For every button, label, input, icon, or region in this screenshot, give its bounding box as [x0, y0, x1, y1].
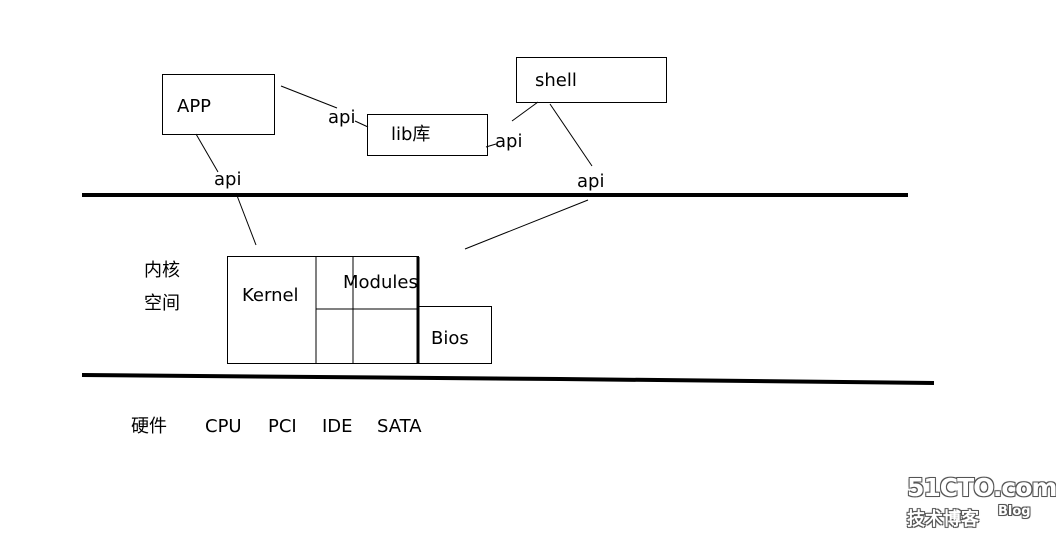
shell-box	[516, 57, 667, 103]
api-label-app-lib: api	[328, 107, 356, 128]
hardware-item-sata: SATA	[377, 416, 422, 437]
connector-shell-to-api	[549, 103, 593, 167]
bios-box	[418, 306, 492, 364]
kernel-space-label-line2: 空间	[144, 293, 180, 314]
modules-label: Modules	[343, 272, 418, 293]
app-box	[162, 74, 275, 135]
lib-box	[367, 114, 488, 156]
connector-app-to-api	[195, 133, 219, 173]
watermark-tagline: 技术博客	[907, 509, 979, 530]
app-label: APP	[177, 96, 212, 117]
hardware-item-pci: PCI	[268, 416, 297, 437]
kernel-hardware-boundary-line	[81, 373, 935, 385]
connector-app-to-lib	[280, 85, 338, 109]
watermark-site: 51CTO.com	[907, 473, 1056, 502]
lib-label: lib库	[391, 124, 431, 145]
api-label-shell-kernel: api	[577, 171, 605, 192]
hardware-item-ide: IDE	[322, 416, 353, 437]
kernel-label: Kernel	[242, 285, 299, 306]
bios-label: Bios	[431, 328, 469, 349]
kernel-space-label-line1: 内核	[144, 260, 180, 281]
connector-api-to-kernel	[464, 199, 589, 250]
connector-api-to-shell	[511, 101, 539, 122]
hardware-label: 硬件	[131, 416, 167, 437]
watermark-blog: Blog	[998, 504, 1031, 519]
connector-api-down-to-kernel	[235, 192, 257, 246]
api-label-lib-shell: api	[495, 131, 523, 152]
shell-label: shell	[535, 70, 577, 91]
hardware-item-cpu: CPU	[205, 416, 242, 437]
api-label-app-kernel: api	[214, 169, 242, 190]
connector-api-to-lib	[354, 120, 369, 128]
